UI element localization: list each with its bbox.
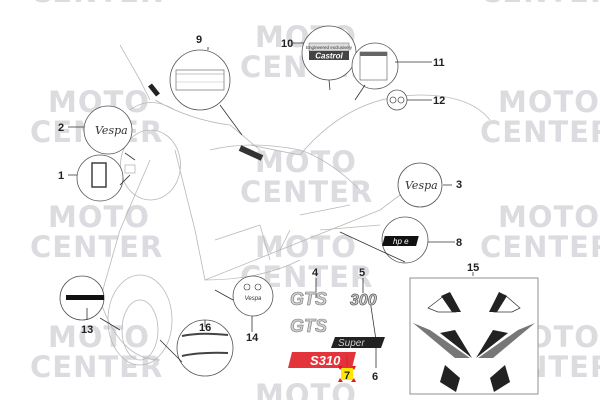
callout-10[interactable]: 10 bbox=[281, 38, 293, 50]
decal-11-shape bbox=[359, 51, 388, 81]
callout-2[interactable]: 2 bbox=[58, 122, 64, 134]
detail-circle-14 bbox=[232, 275, 274, 317]
callout-4[interactable]: 4 bbox=[312, 267, 319, 279]
watermark-text: CENTER bbox=[30, 230, 163, 264]
detail-circle-3 bbox=[397, 162, 443, 208]
watermark-text: MOTO bbox=[48, 200, 150, 234]
callout-6[interactable]: 6 bbox=[372, 371, 378, 383]
vespa-logo-3: Vespa bbox=[405, 179, 438, 192]
gts-badge-4: GTS bbox=[290, 289, 327, 309]
watermark-text: MOTO bbox=[255, 145, 357, 179]
decal-1-shape bbox=[91, 162, 107, 188]
callout-9[interactable]: 9 bbox=[196, 34, 202, 46]
figures-decal-14: Vespa bbox=[243, 283, 262, 302]
watermark-text: CENTER bbox=[30, 0, 163, 9]
s310-badge: S310 bbox=[310, 353, 341, 368]
watermark-text: CENTER bbox=[480, 0, 600, 9]
castrol-tagline: Engineered exclusively bbox=[306, 45, 353, 50]
watermark-text: MOTO bbox=[498, 200, 600, 234]
super-badge: Super bbox=[338, 338, 365, 349]
gts-badge-6: GTS bbox=[290, 316, 327, 336]
callout-13[interactable]: 13 bbox=[81, 324, 93, 336]
watermark-text: MOTO bbox=[48, 320, 150, 354]
callout-11[interactable]: 11 bbox=[433, 57, 445, 69]
callout-3[interactable]: 3 bbox=[456, 179, 462, 191]
watermark-text: CENTER bbox=[480, 230, 600, 264]
detail-circle-1 bbox=[76, 154, 124, 202]
decal-13-shape bbox=[66, 295, 104, 300]
callout-16[interactable]: 16 bbox=[199, 322, 211, 334]
castrol-logo: Castrol bbox=[315, 52, 343, 61]
highlight-marker-7 bbox=[338, 366, 356, 382]
decal-9-shape bbox=[175, 69, 225, 91]
callout-14[interactable]: 14 bbox=[246, 332, 259, 344]
decal-16-shape bbox=[181, 332, 229, 357]
watermark-text: CENTER bbox=[480, 115, 600, 149]
watermark-text: MOTO bbox=[255, 378, 357, 400]
plate-set-15 bbox=[409, 277, 539, 395]
callout-1[interactable]: 1 bbox=[58, 170, 64, 182]
decals: Engineered exclusively Castrol Vespa Ves… bbox=[95, 42, 539, 395]
watermark-text: CENTER bbox=[30, 350, 163, 384]
callout-15[interactable]: 15 bbox=[467, 262, 479, 274]
vespa-logo-14: Vespa bbox=[245, 296, 262, 302]
gts-300-badge-5: 300 bbox=[350, 292, 377, 309]
callout-numbers: 1 2 3 4 5 6 7 8 9 10 11 12 13 14 15 16 bbox=[58, 34, 479, 383]
callout-7[interactable]: 7 bbox=[344, 370, 350, 382]
callout-12[interactable]: 12 bbox=[433, 95, 445, 107]
watermark-text: MOTO bbox=[498, 85, 600, 119]
watermark-text: MOTO bbox=[255, 230, 357, 264]
callout-5[interactable]: 5 bbox=[359, 267, 365, 279]
vespa-logo-2: Vespa bbox=[95, 124, 128, 137]
watermark-text: CENTER bbox=[240, 175, 373, 209]
detail-circle-2 bbox=[83, 105, 133, 155]
callout-8[interactable]: 8 bbox=[456, 237, 462, 249]
hpe-decal: hp e bbox=[393, 237, 409, 246]
